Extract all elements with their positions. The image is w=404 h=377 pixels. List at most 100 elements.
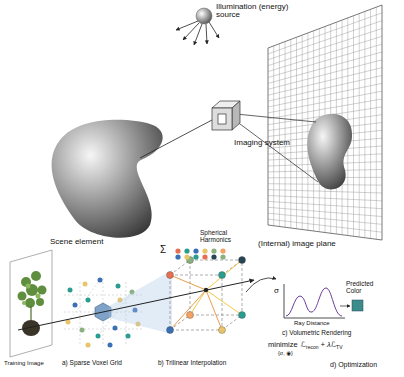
harmonics-dots: [175, 248, 225, 259]
grid-line: [268, 68, 382, 96]
voxel-grid: [73, 303, 78, 308]
interp-cube: [219, 327, 226, 334]
interp-cube: [167, 257, 246, 334]
formula-subscript: {σ, ◉}: [278, 351, 293, 357]
voxel-grid: [116, 284, 121, 289]
interp-cube: [170, 315, 190, 330]
interp-cube: [170, 275, 206, 290]
interp-cube: [187, 312, 194, 319]
interp-cube: [222, 315, 242, 330]
projection-lines: [236, 114, 316, 122]
light-source: [176, 8, 219, 45]
projection-lines: [236, 121, 318, 182]
density-symbol: σ: [274, 287, 279, 295]
training-image: [36, 298, 44, 306]
formula-row: minimizeℒrecon+ λℒTV: [268, 341, 342, 349]
harmonics-dots: [211, 248, 216, 253]
training-image: [38, 286, 47, 295]
harmonics-dots: [211, 254, 216, 259]
light-source: [209, 22, 219, 38]
image-plane: [268, 5, 382, 240]
grid-line: [268, 207, 382, 216]
image-label: Training Image: [4, 360, 44, 366]
training-image: [26, 284, 31, 289]
interp-cube: [239, 312, 246, 319]
training-image: [30, 306, 31, 320]
voxel-grid: [98, 278, 103, 283]
training-image: [22, 320, 40, 336]
scene-blob: [52, 120, 163, 238]
step-caption: d) Optimization: [330, 361, 377, 368]
projection-lines: [236, 114, 318, 182]
step-caption: a) Sparse Voxel Grid: [62, 360, 122, 367]
source-label: Illumination (energy) source: [216, 3, 312, 20]
loss-subscript: TV: [336, 345, 342, 350]
grid-line: [268, 44, 382, 77]
loss-subscript: recon: [306, 345, 319, 350]
image-plane: [268, 5, 382, 240]
voxel-grid: [126, 334, 131, 339]
interp-cube: [170, 260, 190, 275]
light-source: [176, 21, 198, 30]
interp-cube: [239, 257, 246, 264]
harmonics-dots: [202, 254, 207, 259]
interp-cube: [167, 272, 174, 279]
camera-box: [212, 108, 232, 130]
render-arrow: [246, 278, 276, 292]
voxel-grid: [80, 282, 81, 345]
grid-line: [268, 13, 382, 54]
training-image: [26, 284, 38, 296]
grid-line: [268, 76, 382, 102]
grid-line: [268, 52, 382, 83]
loss-symbol: + λℒ: [321, 341, 337, 349]
grid-line: [268, 213, 382, 224]
color-label: Predicted Color: [346, 281, 386, 295]
density-plot: [284, 318, 345, 319]
voxel-grid: [68, 288, 73, 293]
camera-box: [218, 114, 226, 124]
harmonics-dots: [193, 248, 198, 253]
zoom-cone: [109, 270, 172, 334]
training-image: [22, 301, 26, 305]
light-source: [206, 24, 207, 44]
voxel-grid: [80, 328, 85, 333]
grid-line: [268, 60, 382, 89]
harmonics-dots: [220, 248, 225, 253]
harmonics-dots: [175, 248, 180, 253]
interp-cube: [206, 260, 242, 290]
harmonics-dots: [184, 248, 189, 253]
interp-cube: [170, 290, 206, 330]
harmonics-dots: [175, 254, 180, 259]
view-line: [140, 120, 212, 158]
voxel-grid: [113, 326, 118, 331]
voxel-grid: [86, 298, 91, 303]
scene-label: Scene element: [50, 238, 103, 246]
camera-label: Imaging system: [234, 139, 290, 147]
training-image: [22, 284, 41, 306]
grid-line: [268, 219, 382, 232]
density-plot: [352, 300, 363, 311]
interp-cube: [190, 290, 206, 315]
training-image: [10, 250, 52, 357]
interp-cube: [219, 272, 226, 279]
interp-cube: [167, 327, 174, 334]
step-caption: b) Trilinear Interpolation: [158, 360, 226, 367]
harmonics-dots: [193, 254, 198, 259]
camera-ray: [18, 280, 254, 330]
step-caption: c) Volumetric Rendering: [282, 330, 351, 337]
light-source: [176, 21, 219, 45]
harmonics-dots: [184, 254, 189, 259]
grid-line: [268, 196, 382, 201]
training-image: [31, 271, 41, 281]
light-source: [196, 8, 212, 24]
grid-line: [268, 190, 382, 193]
training-image: [18, 292, 27, 301]
training-image: [25, 298, 35, 308]
interp-cube: [206, 290, 242, 315]
harmonics-dots: [220, 254, 225, 259]
density-plot: [284, 284, 285, 318]
interp-cube: [190, 260, 242, 315]
voxel-grid: [96, 334, 101, 339]
